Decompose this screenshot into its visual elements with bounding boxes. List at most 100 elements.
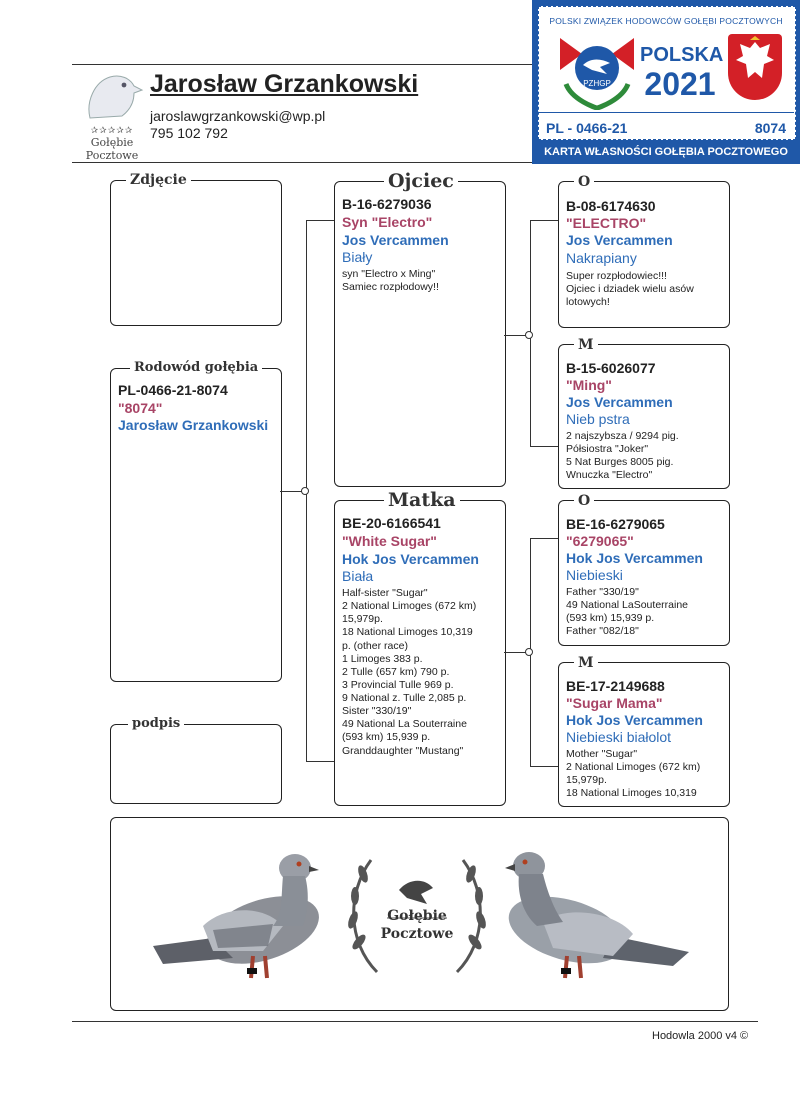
mother-notes: Half-sister "Sugar" 2 National Limoges (… xyxy=(342,587,476,758)
mf-note: 49 National LaSouterraine xyxy=(566,599,689,612)
mm-ring: BE-17-2149688 xyxy=(566,678,665,694)
ff-note: Ojciec i dziadek wielu asów xyxy=(566,283,694,296)
card-ring-left: PL - 0466-21 xyxy=(546,120,628,136)
mother-note: (593 km) 15,939 p. xyxy=(342,731,431,744)
mother-note: 2 Tulle (657 km) 790 p. xyxy=(342,665,450,678)
logo-text-1: Gołębie xyxy=(90,136,134,149)
mother-box: BE-20-6166541 "White Sugar" Hok Jos Verc… xyxy=(334,500,506,806)
ff-name: "ELECTRO" xyxy=(566,215,647,231)
father-color: Biały xyxy=(342,249,373,265)
photo-label: Zdjęcie xyxy=(126,173,191,187)
mother-note: 3 Provincial Tulle 969 p. xyxy=(342,678,454,691)
connector xyxy=(280,491,306,492)
pedigree-breeder: Jarosław Grzankowski xyxy=(118,417,269,433)
emblem-text-1: Gołębie xyxy=(387,908,447,924)
pedigree-label: Rodowód gołębia xyxy=(130,361,263,374)
connector xyxy=(530,220,558,221)
bottom-image-box: Gołębie Pocztowe xyxy=(110,817,729,1011)
owner-email[interactable]: jaroslawgrzankowski@wp.pl xyxy=(150,108,326,124)
header-logo: ✰✰✰✰✰ Gołębie Pocztowe xyxy=(76,68,148,162)
mf-label: O xyxy=(574,494,595,508)
owner-phone: 795 102 792 xyxy=(150,125,228,141)
connector xyxy=(530,766,558,767)
mm-breeder: Hok Jos Vercammen xyxy=(566,712,703,728)
ff-label: O xyxy=(574,175,595,189)
signature-label: podpis xyxy=(128,717,185,730)
fm-note: 2 najszybsza / 9294 pig. xyxy=(566,430,679,442)
grandfather-paternal-box: B-08-6174630 "ELECTRO" Jos Vercammen Nak… xyxy=(558,181,730,328)
ff-notes: Super rozpłodowiec!!! Ojciec i dziadek w… xyxy=(566,270,694,309)
connector-knob xyxy=(301,487,309,495)
mf-note: (593 km) 15,939 p. xyxy=(566,612,655,625)
connector xyxy=(530,538,558,539)
mother-note: Sister "330/19" xyxy=(342,705,412,718)
pedigree-name: "8074" xyxy=(118,400,163,416)
mother-breeder: Hok Jos Vercammen xyxy=(342,551,479,567)
mf-name: "6279065" xyxy=(566,533,634,549)
mother-color: Biała xyxy=(342,568,374,584)
mf-breeder: Hok Jos Vercammen xyxy=(566,550,703,566)
signature-box xyxy=(110,724,282,804)
photo-box xyxy=(110,180,282,326)
eagle-shield xyxy=(728,34,782,100)
father-note: syn "Electro x Ming" xyxy=(342,268,436,280)
connector xyxy=(504,335,530,336)
fm-notes: 2 najszybsza / 9294 pig. Półsiostra "Jok… xyxy=(566,430,679,483)
laurel-emblem-icon xyxy=(348,859,486,974)
card-ring-right: 8074 xyxy=(754,120,786,136)
fm-name: "Ming" xyxy=(566,377,612,393)
pigeon-left-icon xyxy=(153,854,319,979)
mother-note: 15,979p. xyxy=(342,613,383,626)
ownership-card: POLSKI ZWIĄZEK HODOWCÓW GOŁĘBI POCZTOWYC… xyxy=(532,0,800,164)
mother-label: Matka xyxy=(384,491,460,510)
mother-note: 1 Limoges 383 p. xyxy=(342,652,423,665)
fm-label: M xyxy=(574,338,598,352)
mother-note: Granddaughter "Mustang" xyxy=(342,744,464,757)
ff-color: Nakrapiany xyxy=(566,250,637,266)
card-country: POLSKA xyxy=(640,44,724,66)
logo-stars: ✰✰✰✰✰ xyxy=(90,125,134,135)
card-year: 2021 xyxy=(644,66,716,102)
father-label: Ojciec xyxy=(384,172,458,191)
fm-breeder: Jos Vercammen xyxy=(566,394,673,410)
card-footer: KARTA WŁASNOŚCI GOŁĘBIA POCZTOWEGO xyxy=(544,146,788,158)
grandmother-paternal-box: B-15-6026077 "Ming" Jos Vercammen Nieb p… xyxy=(558,344,730,489)
mother-note: 18 National Limoges 10,319 xyxy=(342,626,473,639)
software-version: Hodowla 2000 v4 © xyxy=(652,1030,749,1042)
logo-text-2: Pocztowe xyxy=(85,149,139,162)
fm-note: Półsiostra "Joker" xyxy=(566,443,649,456)
father-name: Syn "Electro" xyxy=(342,214,433,230)
connector-knob xyxy=(525,648,533,656)
pzhgp-text: PZHGP xyxy=(583,79,611,88)
footer-rule xyxy=(72,1021,758,1022)
connector-knob xyxy=(525,331,533,339)
father-box: B-16-6279036 Syn "Electro" Jos Vercammen… xyxy=(334,181,506,487)
connector xyxy=(530,446,558,447)
header-rule-bottom xyxy=(72,162,727,163)
pedigree-ring: PL-0466-21-8074 xyxy=(118,382,228,398)
pzhgp-emblem-icon: PZHGP xyxy=(560,38,634,110)
mm-note: Mother "Sugar" xyxy=(566,748,638,760)
ff-breeder: Jos Vercammen xyxy=(566,232,673,248)
connector xyxy=(504,652,530,653)
mother-note: 49 National La Souterraine xyxy=(342,718,467,731)
mm-note: 2 National Limoges (672 km) xyxy=(566,761,701,774)
mm-name: "Sugar Mama" xyxy=(566,695,663,711)
connector xyxy=(306,761,334,762)
fm-color: Nieb pstra xyxy=(566,411,630,427)
mother-ring: BE-20-6166541 xyxy=(342,515,441,531)
grandfather-maternal-box: BE-16-6279065 "6279065" Hok Jos Vercamme… xyxy=(558,500,730,646)
emblem-text-2: Pocztowe xyxy=(380,926,454,942)
mf-note: Father "330/19" xyxy=(566,586,639,598)
mf-note: Father "082/18" xyxy=(566,625,639,638)
father-note: Samiec rozpłodowy!! xyxy=(342,281,439,294)
mf-color: Niebieski xyxy=(566,567,623,583)
mm-color: Niebieski białolot xyxy=(566,729,672,745)
pedigree-box: PL-0466-21-8074 "8074" Jarosław Grzankow… xyxy=(110,368,282,682)
fm-note: 5 Nat Burges 8005 pig. xyxy=(566,456,674,469)
pigeon-right-icon xyxy=(505,852,689,979)
father-breeder: Jos Vercammen xyxy=(342,232,449,248)
mm-note: 18 National Limoges 10,319 xyxy=(566,787,697,800)
mother-note: 2 National Limoges (672 km) xyxy=(342,600,477,613)
mf-ring: BE-16-6279065 xyxy=(566,516,665,532)
